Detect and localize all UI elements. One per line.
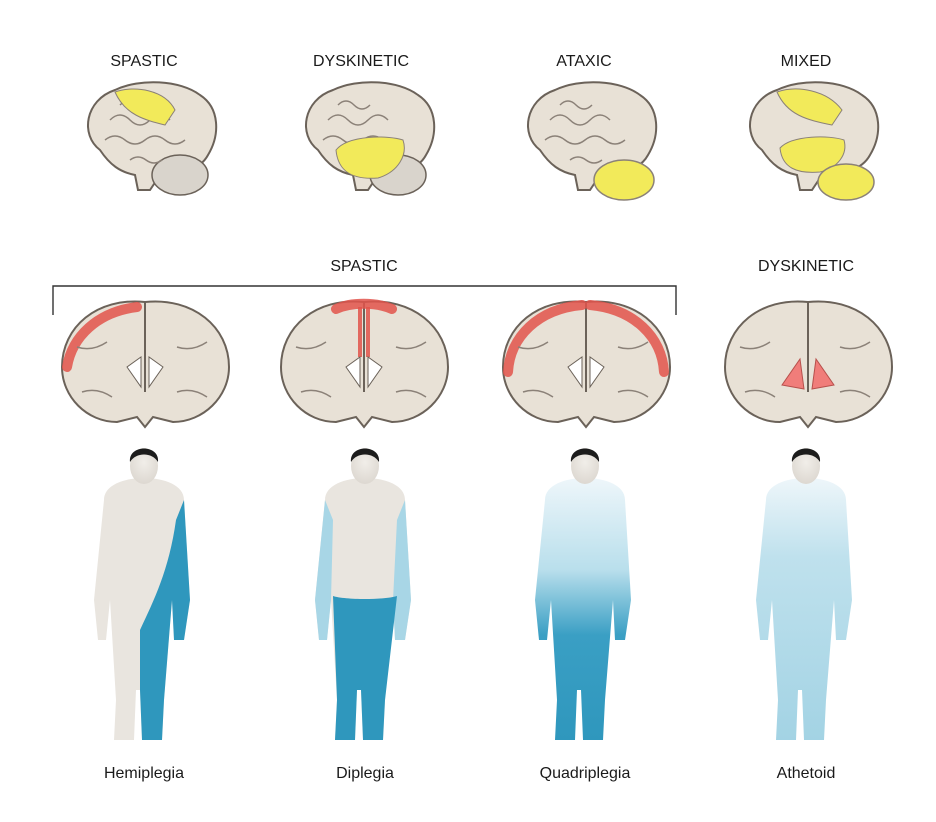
cerebellum-icon xyxy=(151,154,209,196)
brain-label-dyskinetic: DYSKINETIC xyxy=(313,53,409,70)
hair xyxy=(129,448,159,462)
caption-quadriplegia: Quadriplegia xyxy=(540,765,631,782)
affected-cortex xyxy=(331,298,397,314)
head xyxy=(130,448,158,484)
caption-athetoid: Athetoid xyxy=(777,765,836,782)
coronal-section-athetoid xyxy=(723,300,894,429)
head xyxy=(792,448,820,484)
caption-hemiplegia: Hemiplegia xyxy=(104,765,184,782)
group-label-dyskinetic: DYSKINETIC xyxy=(758,258,854,275)
spastic-group-bracket xyxy=(52,285,677,315)
brain-side-view-dyskinetic xyxy=(305,81,436,196)
brain-label-spastic: SPASTIC xyxy=(110,53,177,70)
head xyxy=(351,448,379,484)
group-label-spastic: SPASTIC xyxy=(330,258,397,275)
hair xyxy=(791,448,821,462)
brain-label-mixed: MIXED xyxy=(781,53,832,70)
hair xyxy=(350,448,380,462)
brain-side-view-spastic xyxy=(87,81,218,196)
coronal-section-quadriplegia xyxy=(501,300,672,429)
affected-legs xyxy=(333,596,397,740)
basal-ganglia-highlight xyxy=(781,357,835,390)
affected-arms xyxy=(315,500,411,640)
figure-quadriplegia xyxy=(535,448,631,740)
figure-diplegia xyxy=(315,448,411,740)
head xyxy=(571,448,599,484)
cerebellum-highlight xyxy=(593,159,655,201)
affected-body xyxy=(535,478,631,740)
brain-side-view-ataxic xyxy=(527,81,658,201)
affected-side xyxy=(140,500,190,740)
brain-side-view-mixed xyxy=(749,81,880,201)
coronal-section-diplegia xyxy=(279,298,450,429)
figure-hemiplegia xyxy=(94,448,190,740)
affected-cortex xyxy=(503,300,669,377)
hair xyxy=(570,448,600,462)
affected-body xyxy=(756,478,852,740)
affected-cortex xyxy=(62,302,142,372)
caption-diplegia: Diplegia xyxy=(336,765,394,782)
brain-label-ataxic: ATAXIC xyxy=(556,53,611,70)
coronal-section-hemiplegia xyxy=(60,300,231,429)
figure-athetoid xyxy=(756,448,852,740)
